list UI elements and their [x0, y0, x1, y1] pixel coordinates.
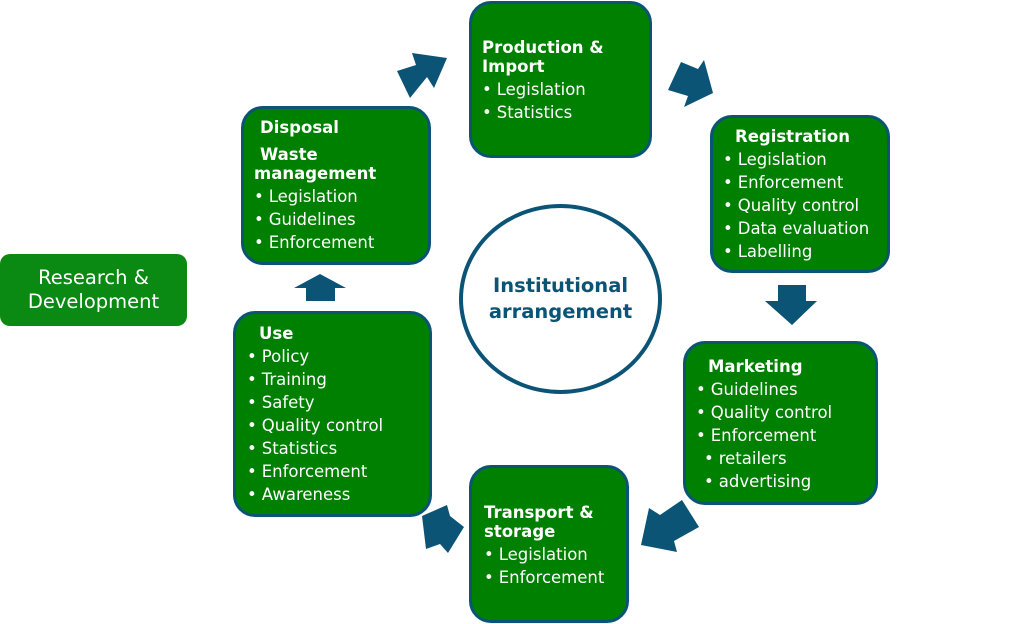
- list-item: Statistics: [482, 101, 649, 124]
- stage-title: Production & Import: [482, 38, 649, 76]
- list-item: Training: [247, 368, 429, 391]
- list-item: Quality control: [696, 401, 875, 424]
- arrow-transport-to-use: [422, 505, 464, 553]
- stage-registration: Registration Legislation Enforcement Qua…: [710, 115, 890, 273]
- stage-items: Legislation Guidelines Enforcement: [254, 185, 428, 254]
- title-line: Marketing: [708, 357, 803, 376]
- list-item: Data evaluation: [723, 217, 887, 240]
- arrow-disposal-to-production: [397, 53, 447, 98]
- list-item: Legislation: [482, 78, 649, 101]
- title-line: Waste: [260, 145, 318, 164]
- list-item: Statistics: [247, 437, 429, 460]
- list-item: Policy: [247, 345, 429, 368]
- institutional-arrangement-circle: Institutional arrangement: [459, 204, 662, 394]
- stage-marketing: Marketing Guidelines Quality control Enf…: [683, 341, 878, 505]
- stage-items: Policy Training Safety Quality control S…: [247, 345, 429, 506]
- sub-list-item: retailers: [696, 447, 875, 470]
- center-line-1: Institutional: [492, 274, 629, 297]
- stage-transport-storage: Transport & storage Legislation Enforcem…: [469, 465, 629, 623]
- list-item: Enforcement: [247, 460, 429, 483]
- title-line: Import: [482, 57, 545, 76]
- list-item: Awareness: [247, 483, 429, 506]
- title-line: Use: [259, 324, 294, 343]
- arrow-production-to-registration: [668, 60, 713, 107]
- title-line: Disposal: [260, 118, 339, 137]
- list-item: Safety: [247, 391, 429, 414]
- title-line: storage: [484, 522, 556, 541]
- stage-disposal-waste-management: Disposal Waste management Legislation Gu…: [241, 106, 431, 265]
- rd-line-1: Research &: [38, 266, 149, 289]
- list-item: Enforcement: [696, 424, 875, 447]
- list-item: Labelling: [723, 240, 887, 263]
- list-item: Quality control: [723, 194, 887, 217]
- list-item: Legislation: [254, 185, 428, 208]
- stage-title: Registration: [723, 127, 887, 146]
- arrow-use-to-disposal: [294, 274, 346, 301]
- stage-title: Disposal Waste management: [254, 118, 428, 183]
- stage-title: Marketing: [696, 357, 875, 376]
- list-item: Legislation: [484, 543, 626, 566]
- title-line: Production &: [482, 38, 604, 57]
- title-line: management: [254, 164, 377, 183]
- list-item: Guidelines: [254, 208, 428, 231]
- list-item: Enforcement: [723, 171, 887, 194]
- title-line: Transport &: [484, 503, 594, 522]
- arrow-registration-to-marketing: [765, 285, 817, 325]
- research-development-box: Research & Development: [0, 254, 187, 326]
- list-item: Enforcement: [254, 231, 428, 254]
- center-label: Institutional arrangement: [489, 273, 632, 325]
- title-line: Registration: [735, 127, 850, 146]
- stage-items: Guidelines Quality control Enforcement r…: [696, 378, 875, 493]
- list-item: Legislation: [723, 148, 887, 171]
- rd-line-2: Development: [27, 290, 160, 313]
- center-line-2: arrangement: [488, 300, 633, 323]
- stage-use: Use Policy Training Safety Quality contr…: [233, 311, 432, 517]
- sub-list-item: advertising: [696, 470, 875, 493]
- stage-production-import: Production & Import Legislation Statisti…: [469, 1, 652, 158]
- list-item: Guidelines: [696, 378, 875, 401]
- list-item: Enforcement: [484, 566, 626, 589]
- stage-title: Transport & storage: [484, 503, 626, 541]
- stage-items: Legislation Enforcement: [484, 543, 626, 589]
- stage-title: Use: [247, 324, 429, 343]
- stage-items: Legislation Statistics: [482, 78, 649, 124]
- stage-items: Legislation Enforcement Quality control …: [723, 148, 887, 263]
- arrow-marketing-to-transport: [641, 500, 699, 552]
- list-item: Quality control: [247, 414, 429, 437]
